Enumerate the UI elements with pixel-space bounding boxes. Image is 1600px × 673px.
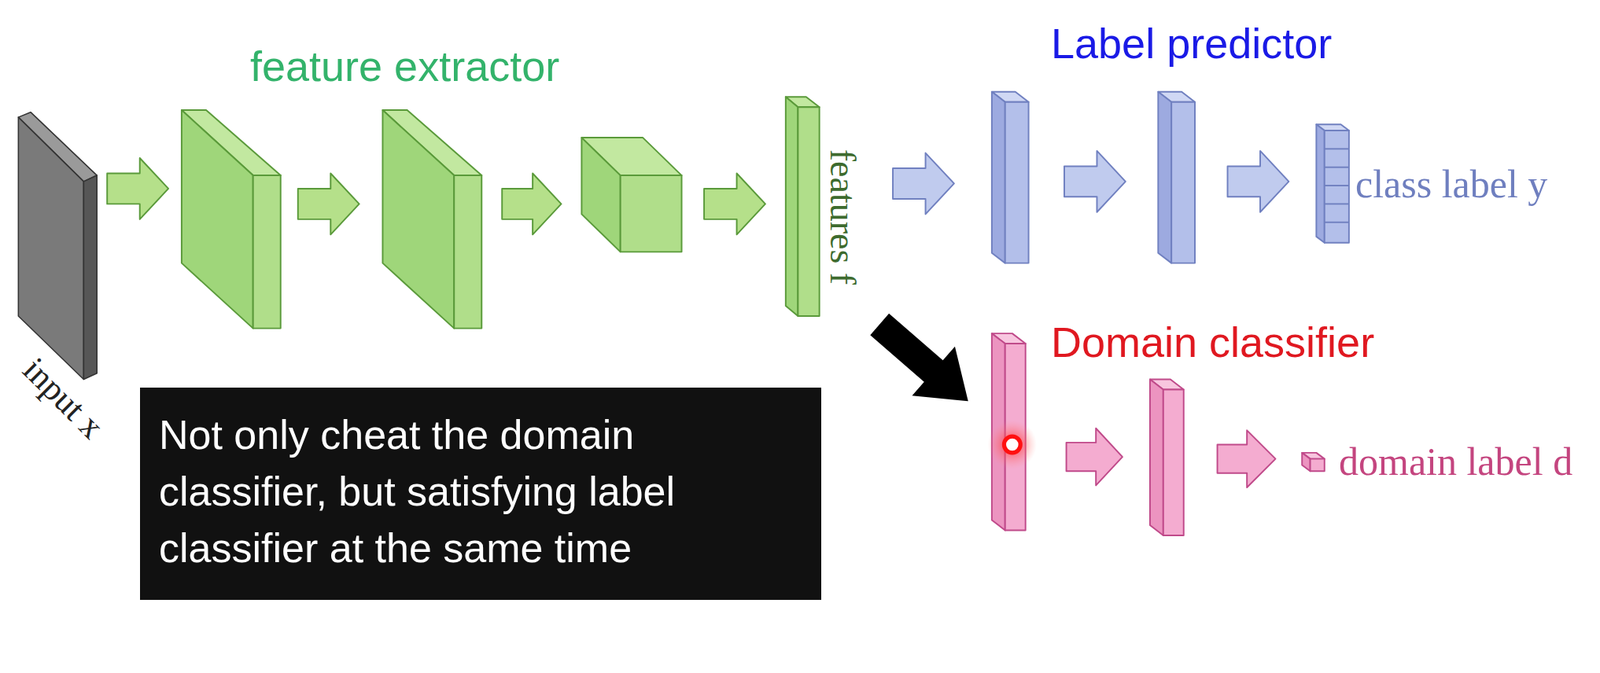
section-title: Domain classifier — [1050, 317, 1375, 369]
label-predictor-layers-part — [991, 92, 1006, 264]
feature-label: features f — [820, 149, 864, 285]
label-predictor-layers-part — [1324, 184, 1350, 187]
output-label: class label y — [1355, 160, 1548, 208]
label-predictor-layers-part — [1324, 130, 1350, 244]
domain-classifier-layers-part — [1301, 453, 1310, 472]
domain-classifier-layers-part — [1310, 459, 1325, 472]
input-slab-part — [18, 117, 84, 380]
feature-extractor-layers-part — [453, 175, 482, 329]
feature-extractor-layers — [106, 96, 819, 329]
section-title: feature extractor — [250, 40, 560, 93]
label-predictor-layers-part — [1157, 92, 1172, 264]
section-title: Label predictor — [1050, 18, 1332, 70]
domain-classifier-layers-part — [1066, 428, 1123, 487]
feature-extractor-layers-part — [581, 137, 620, 252]
feature-extractor-layers-part — [106, 158, 169, 220]
label-predictor-layers-part — [1324, 166, 1350, 169]
callout-text: Not only cheat the domain classifier, bu… — [158, 406, 803, 577]
label-predictor-layers-part — [1171, 102, 1195, 264]
feature-extractor-layers-part — [620, 175, 683, 252]
label-predictor-layers-part — [1316, 124, 1324, 243]
feature-extractor-layers-part — [704, 173, 766, 235]
label-predictor-layers-part — [892, 153, 955, 215]
label-predictor-layers-part — [1324, 202, 1350, 205]
feature-extractor-layers-part — [797, 106, 819, 317]
feature-extractor-layers-part — [382, 110, 454, 329]
callout-box: Not only cheat the domain classifier, bu… — [140, 387, 822, 601]
feature-extractor-layers-part — [501, 173, 561, 235]
label-predictor-layers-part — [1064, 151, 1126, 213]
pointer-arrow — [858, 299, 990, 426]
input-slab — [18, 112, 97, 380]
label-predictor-layers-part — [1005, 102, 1029, 264]
output-label: domain label d — [1338, 438, 1573, 486]
label-predictor-layers-part — [1227, 151, 1290, 213]
label-predictor-layers — [892, 92, 1350, 264]
domain-classifier-layers-part — [1217, 430, 1276, 488]
label-predictor-layers-part — [1324, 147, 1350, 150]
laser-pointer-dot-part — [1003, 436, 1021, 454]
pointer-arrow-part — [858, 299, 990, 426]
laser-pointer-dot — [988, 420, 1037, 469]
laser-pointer-dot-part — [988, 420, 1037, 469]
feature-extractor-layers-part — [181, 110, 254, 329]
input-slab-part — [83, 175, 97, 380]
domain-classifier-layers-part — [1150, 379, 1164, 535]
feature-extractor-layers-part — [785, 96, 799, 317]
label-predictor-layers-part — [1324, 221, 1350, 224]
feature-extractor-layers-part — [298, 173, 360, 235]
feature-extractor-layers-part — [253, 175, 281, 329]
domain-classifier-layers-part — [1163, 389, 1184, 535]
